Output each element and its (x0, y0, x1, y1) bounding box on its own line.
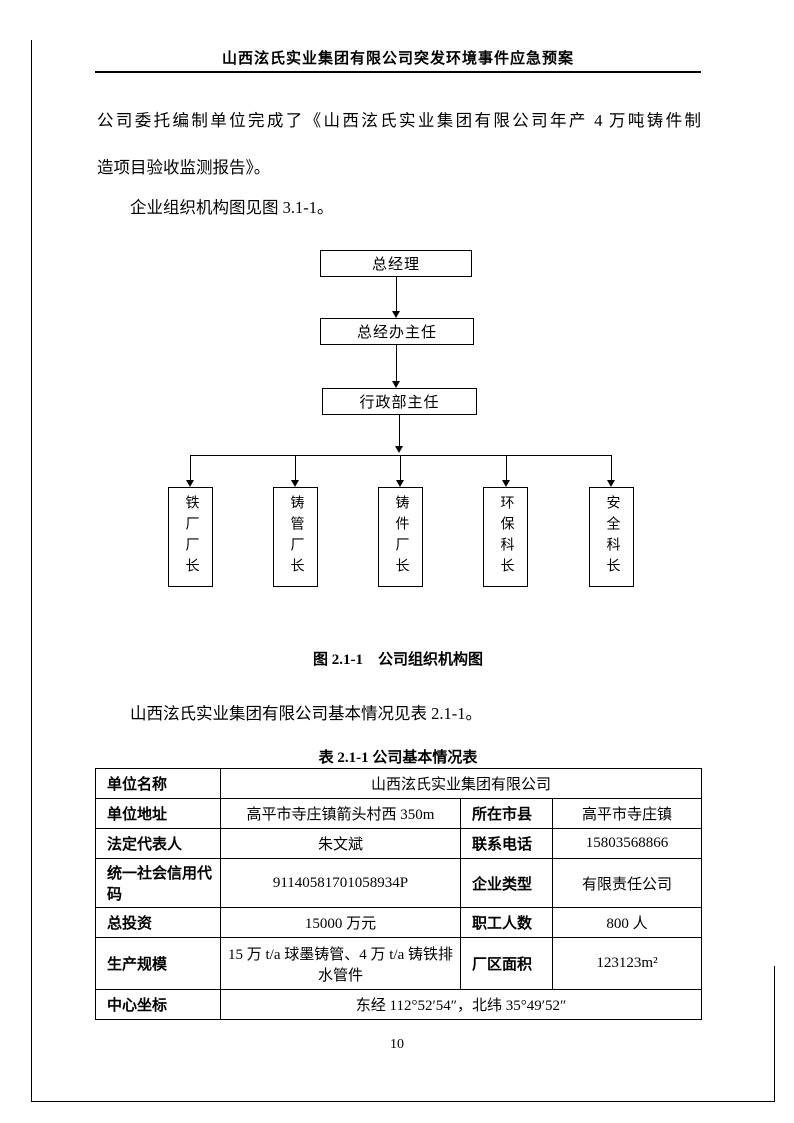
table-row: 生产规模 15 万 t/a 球墨铸管、4 万 t/a 铸铁排水管件 厂区面积 1… (95, 937, 703, 990)
orgchart-arrowhead (392, 381, 400, 388)
cell-company-type-value: 有限责任公司 (551, 858, 703, 908)
table-row: 中心坐标 东经 112°52′54″，北纬 35°49′52″ (95, 989, 703, 1020)
page-border-left (31, 40, 32, 1102)
orgchart-connector-line (400, 455, 401, 480)
cell-phone-label: 联系电话 (460, 828, 553, 859)
cell-county-label: 所在市县 (460, 798, 553, 829)
orgchart-box-pipe-plant-director: 铸管厂长 (273, 487, 318, 587)
paragraph-1-line-1: 公司委托编制单位完成了《山西泫氏实业集团有限公司年产 4 万吨铸件制 (97, 111, 701, 130)
orgchart-arrowhead (607, 480, 615, 487)
cell-area-label: 厂区面积 (460, 937, 553, 990)
cell-county-value: 高平市寺庄镇 (551, 798, 703, 829)
orgchart-arrowhead (502, 480, 510, 487)
cell-credit-code-value: 91140581701058934P (220, 858, 461, 908)
orgchart-arrowhead (291, 480, 299, 487)
cell-production-scale-label: 生产规模 (95, 937, 221, 990)
cell-investment-label: 总投资 (95, 907, 221, 938)
orgchart-box-casting-plant-director: 铸件厂长 (378, 487, 423, 587)
table-row: 总投资 15000 万元 职工人数 800 人 (95, 907, 703, 938)
orgchart-connector-line (190, 455, 191, 480)
cell-company-type-label: 企业类型 (460, 858, 553, 908)
page-border-right (774, 966, 775, 1102)
cell-legal-rep-label: 法定代表人 (95, 828, 221, 859)
cell-legal-rep-value: 朱文斌 (220, 828, 461, 859)
orgchart-arrowhead (186, 480, 194, 487)
orgchart-branch-line (190, 455, 612, 456)
cell-investment-value: 15000 万元 (220, 907, 461, 938)
cell-coordinates-label: 中心坐标 (95, 989, 221, 1020)
orgchart-box-general-manager: 总经理 (320, 250, 472, 277)
header-rule (95, 71, 701, 73)
document-header-title: 山西泫氏实业集团有限公司突发环境事件应急预案 (221, 50, 574, 67)
orgchart-connector-line (506, 455, 507, 480)
company-info-table: 单位名称 山西泫氏实业集团有限公司 单位地址 高平市寺庄镇箭头村西 350m 所… (95, 768, 703, 1020)
table-row: 法定代表人 朱文斌 联系电话 15803568866 (95, 828, 703, 859)
orgchart-leaf-label: 环保科长 (498, 495, 514, 579)
orgchart-leaf-label: 铸管厂长 (288, 495, 304, 579)
table-row: 单位地址 高平市寺庄镇箭头村西 350m 所在市县 高平市寺庄镇 (95, 798, 703, 829)
paragraph-1-line-2: 造项目验收监测报告》。 (97, 158, 271, 177)
figure-caption: 图 2.1-1 公司组织机构图 (313, 652, 483, 668)
orgchart-connector-line (396, 277, 397, 311)
orgchart-connector-line (399, 415, 400, 446)
orgchart-box-iron-plant-director: 铁厂厂长 (168, 487, 213, 587)
orgchart-arrowhead (395, 446, 403, 453)
orgchart-connector-line (396, 345, 397, 381)
orgchart-box-safety-section-chief: 安全科长 (589, 487, 634, 587)
cell-credit-code-label: 统一社会信用代码 (95, 858, 221, 908)
table-title: 表 2.1-1 公司基本情况表 (318, 750, 478, 766)
cell-address-value: 高平市寺庄镇箭头村西 350m (220, 798, 461, 829)
orgchart-box-admin-director: 行政部主任 (322, 388, 477, 415)
cell-production-scale-value: 15 万 t/a 球墨铸管、4 万 t/a 铸铁排水管件 (220, 937, 461, 990)
cell-unit-name-value: 山西泫氏实业集团有限公司 (219, 768, 703, 799)
cell-unit-name-label: 单位名称 (95, 768, 221, 799)
paragraph-3: 山西泫氏实业集团有限公司基本情况见表 2.1-1。 (130, 704, 482, 723)
orgchart-arrowhead (396, 480, 404, 487)
orgchart-leaf-label: 安全科长 (604, 495, 620, 579)
orgchart-leaf-label: 铸件厂长 (393, 495, 409, 579)
orgchart-leaf-label: 铁厂厂长 (183, 495, 199, 579)
orgchart-box-gm-office-director: 总经办主任 (320, 318, 474, 345)
cell-address-label: 单位地址 (95, 798, 221, 829)
cell-phone-value: 15803568866 (551, 828, 703, 859)
orgchart-arrowhead (392, 311, 400, 318)
page-border-bottom (31, 1101, 775, 1102)
orgchart-connector-line (295, 455, 296, 480)
cell-coordinates-value: 东经 112°52′54″，北纬 35°49′52″ (219, 989, 703, 1020)
table-row: 统一社会信用代码 91140581701058934P 企业类型 有限责任公司 (95, 858, 703, 908)
orgchart-connector-line (611, 455, 612, 480)
table-row: 单位名称 山西泫氏实业集团有限公司 (95, 768, 703, 799)
cell-staff-count-value: 800 人 (551, 907, 703, 938)
orgchart-box-environment-section-chief: 环保科长 (483, 487, 528, 587)
cell-area-value: 123123m² (551, 937, 703, 990)
cell-staff-count-label: 职工人数 (460, 907, 553, 938)
page-number: 10 (390, 1037, 404, 1052)
paragraph-2: 企业组织机构图见图 3.1-1。 (130, 198, 334, 217)
